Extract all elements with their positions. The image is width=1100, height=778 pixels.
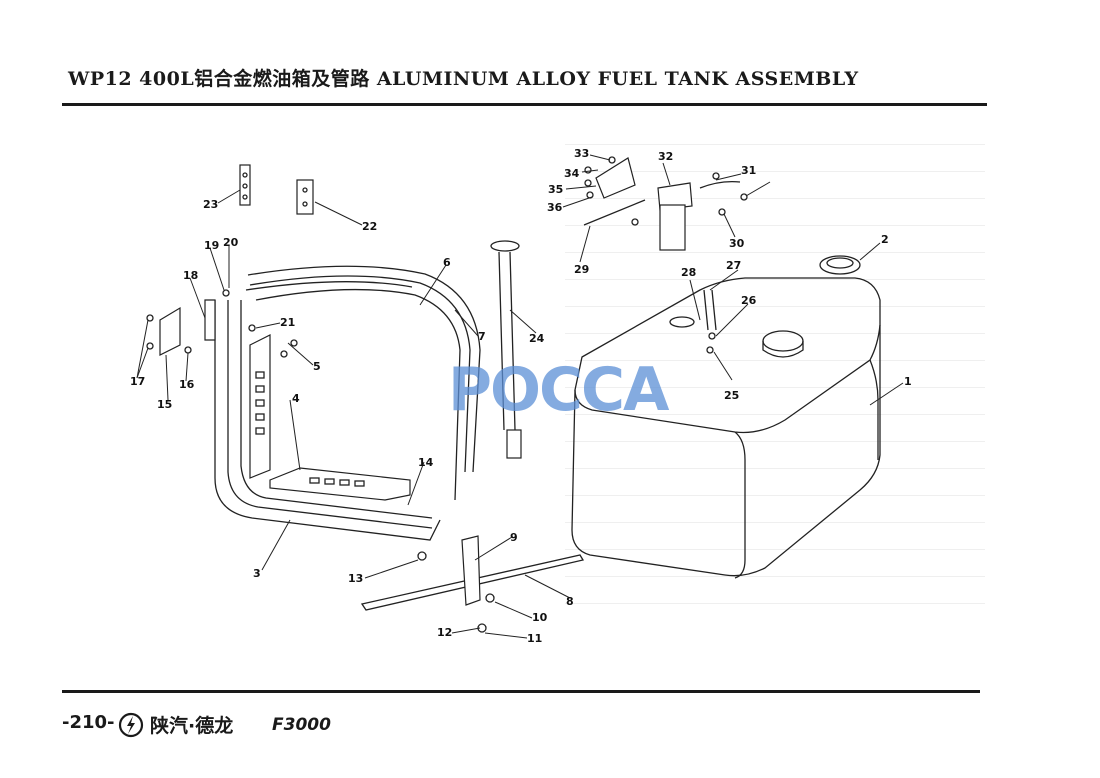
fuel-tank-part — [571, 277, 881, 579]
fuel-level-sender-part — [490, 240, 522, 459]
part-label: 15 — [157, 398, 172, 411]
part-label: 24 — [529, 332, 545, 345]
part-label: 23 — [203, 198, 218, 211]
part-label: 27 — [726, 259, 741, 272]
part-label: 9 — [510, 531, 518, 544]
part-label: 18 — [183, 269, 198, 282]
part-label: 29 — [574, 263, 589, 276]
part-label: 25 — [724, 389, 739, 402]
part-label: 3 — [253, 567, 261, 580]
part-label: 14 — [418, 456, 434, 469]
header-rule — [62, 103, 987, 106]
tank-frame-part — [214, 265, 481, 541]
part-label: 12 — [437, 626, 452, 639]
lower-strap-part — [360, 535, 585, 633]
part-label: 28 — [681, 266, 696, 279]
part-label: 6 — [443, 256, 451, 269]
part-label: 10 — [532, 611, 548, 624]
part-label: 21 — [280, 316, 295, 329]
page-number: -210- — [62, 712, 115, 733]
part-label: 32 — [658, 150, 673, 163]
part-label: 13 — [348, 572, 363, 585]
part-label: 1 — [904, 375, 912, 388]
part-label: 7 — [478, 330, 486, 343]
part-number-labels: 1 2 3 4 5 6 7 8 9 10 11 12 13 14 15 16 1… — [130, 147, 912, 645]
part-label: 5 — [313, 360, 321, 373]
part-label: 31 — [741, 164, 756, 177]
small-plates-part — [239, 164, 314, 215]
model-name: F3000 — [272, 715, 331, 735]
part-label: 34 — [564, 167, 580, 180]
watermark-text: POCCA — [448, 355, 670, 425]
part-label: 33 — [574, 147, 589, 160]
part-label: 19 — [204, 239, 219, 252]
part-label: 30 — [729, 237, 745, 250]
leader-lines — [136, 154, 904, 639]
footer-rule — [62, 690, 980, 693]
part-label: 4 — [292, 392, 300, 405]
part-label: 35 — [548, 183, 563, 196]
part-label: 16 — [179, 378, 195, 391]
brand-logo-icon — [118, 712, 144, 738]
fuel-filter-assembly-part — [583, 156, 748, 251]
part-label: 8 — [566, 595, 574, 608]
bracket-plate-part — [249, 334, 411, 501]
filler-cap-part — [819, 255, 861, 275]
brand-name: 陕汽·德龙 — [150, 715, 234, 737]
part-label: 36 — [547, 201, 563, 214]
bleed-through-table — [565, 118, 985, 628]
part-label: 17 — [130, 375, 145, 388]
part-label: 11 — [527, 632, 542, 645]
fuel-pipe-part — [703, 289, 717, 354]
part-label: 22 — [362, 220, 377, 233]
part-label: 26 — [741, 294, 757, 307]
part-label: 20 — [223, 236, 239, 249]
part-label: 2 — [881, 233, 889, 246]
left-bracket-part — [146, 289, 298, 358]
page-title: WP12 400L铝合金燃油箱及管路 ALUMINUM ALLOY FUEL T… — [68, 68, 859, 90]
